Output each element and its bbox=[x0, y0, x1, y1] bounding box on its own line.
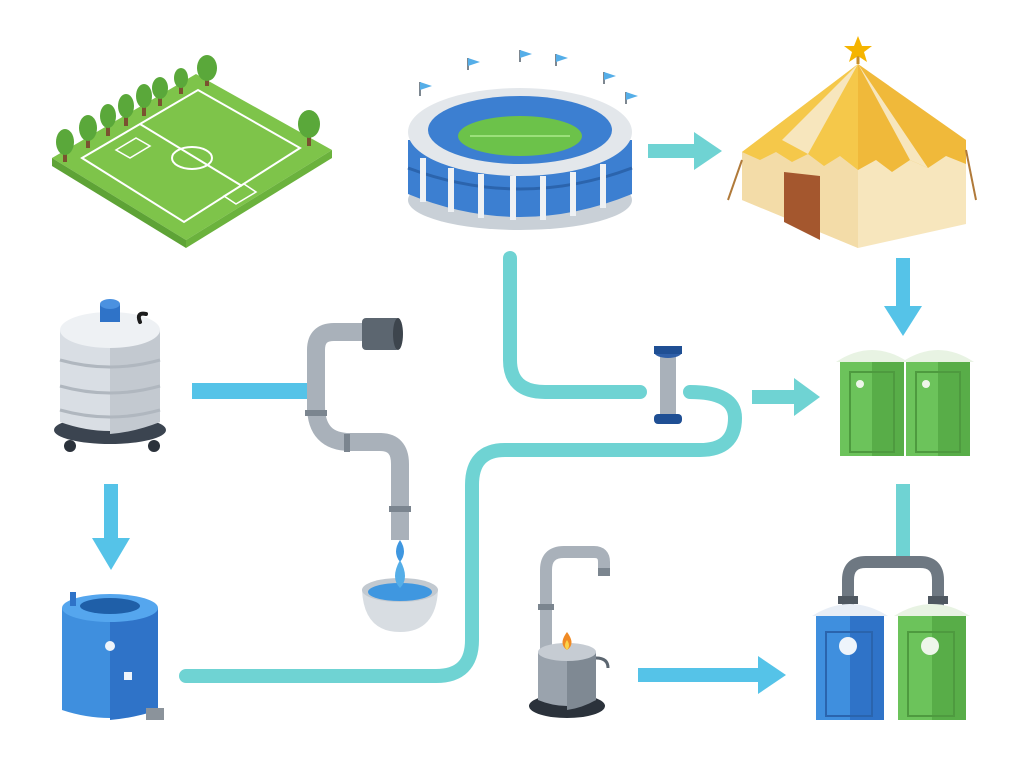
green-toilet-right bbox=[902, 350, 974, 456]
arrow-tank-to-barrel bbox=[92, 484, 130, 570]
blue-barrel-icon bbox=[62, 592, 164, 720]
pipe-faucet-icon bbox=[305, 318, 411, 562]
portable-toilet-pair-icon bbox=[812, 556, 970, 720]
blue-toilet bbox=[812, 604, 888, 720]
soccer-field-icon bbox=[52, 55, 332, 248]
portable-toilet-pair-icon bbox=[836, 350, 974, 456]
circus-tent-icon bbox=[727, 36, 977, 248]
pipe-stadium-to-valve bbox=[503, 251, 647, 399]
valve-pipe-icon bbox=[654, 346, 682, 424]
green-toilet-lower bbox=[894, 604, 970, 720]
water-bowl-icon bbox=[362, 560, 438, 632]
green-toilet-left bbox=[836, 350, 908, 456]
connectors bbox=[92, 132, 922, 694]
pipe-valve-loop bbox=[179, 385, 743, 683]
arrow-valve-to-toilets bbox=[752, 378, 820, 416]
water-heater-icon bbox=[529, 546, 610, 718]
arrow-heater-to-toilets bbox=[638, 656, 786, 694]
water-tank-icon bbox=[54, 299, 166, 452]
field-trees bbox=[56, 55, 320, 162]
arrow-tent-to-toilets bbox=[884, 258, 922, 336]
stadium-icon bbox=[407, 50, 638, 230]
arrow-stadium-to-tent bbox=[648, 132, 722, 170]
